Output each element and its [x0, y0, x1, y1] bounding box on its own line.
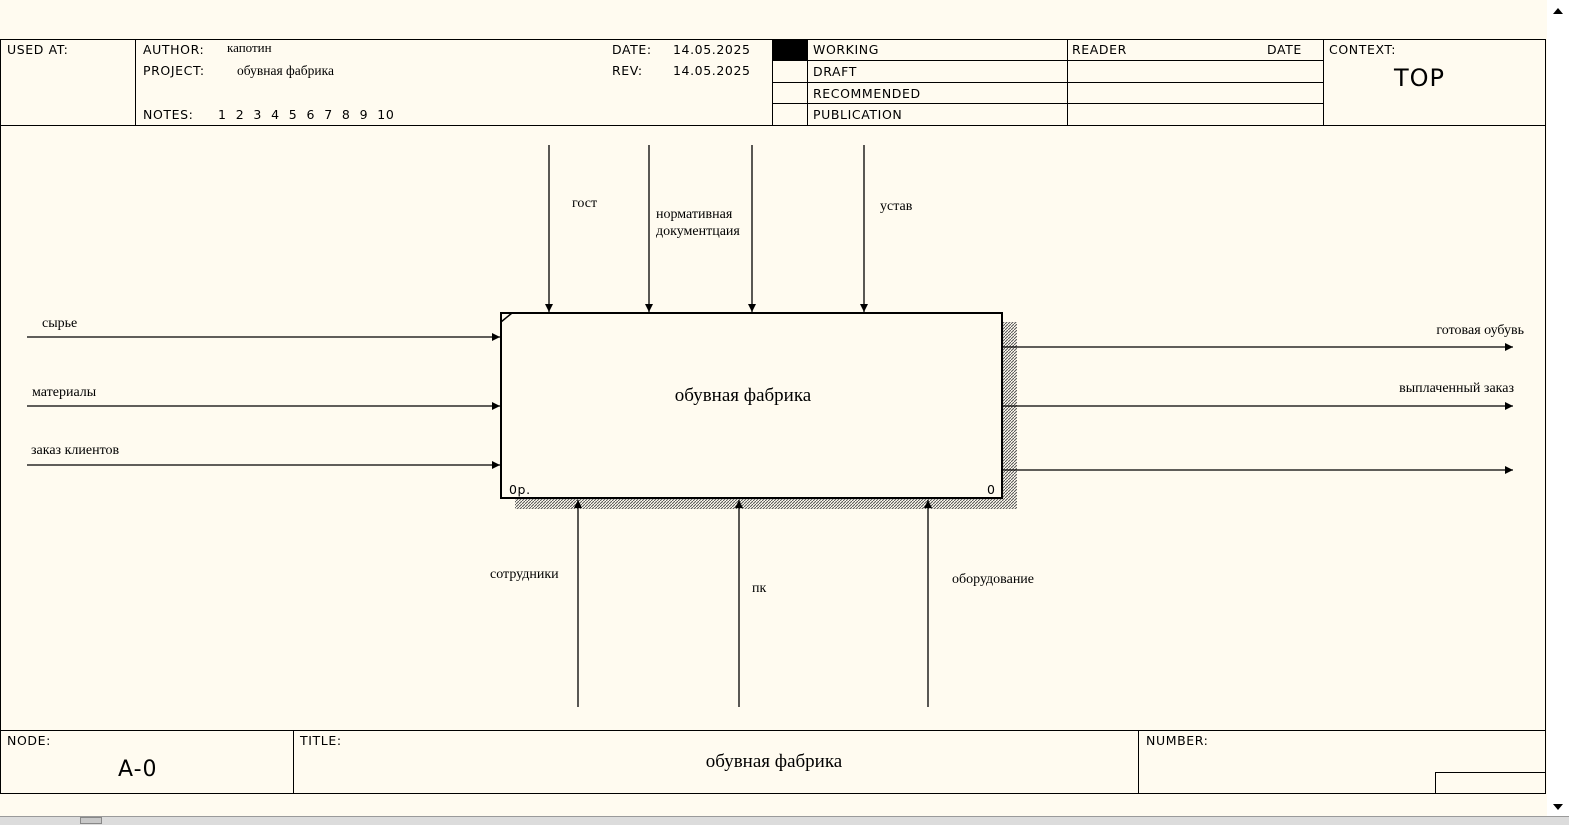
mechanism-label-staff: сотрудники: [490, 567, 559, 582]
header-divider: [135, 39, 136, 126]
header-row-line: [772, 60, 1324, 61]
header-frame: [0, 39, 1546, 126]
activity-box-number: 0: [987, 482, 996, 497]
notes-numbers: 1 2 3 4 5 6 7 8 9 10: [218, 107, 395, 122]
activity-box-title: обувная фабрика: [674, 385, 812, 406]
reader-label: READER: [1072, 42, 1127, 57]
context-value: TOP: [1394, 64, 1446, 92]
node-label: NODE:: [7, 733, 51, 748]
title-label: TITLE:: [300, 733, 342, 748]
rev-label: REV:: [612, 63, 643, 78]
status-draft: DRAFT: [813, 64, 857, 79]
output-label-paid-order: выплаченный заказ: [1399, 381, 1514, 396]
input-label-raw: сырье: [42, 316, 78, 331]
used-at-label: USED AT:: [7, 42, 69, 57]
mechanism-label-equipment: оборудование: [952, 572, 1035, 587]
number-label: NUMBER:: [1146, 733, 1209, 748]
project-value: обувная фабрика: [237, 63, 334, 78]
notes-label: NOTES:: [143, 107, 194, 122]
control-label-normative: нормативная документцаия: [656, 207, 740, 239]
scroll-up-icon[interactable]: [1553, 8, 1563, 14]
header-row-line: [772, 82, 1324, 83]
footer-frame: [0, 730, 1546, 794]
activity-box-shadow: [515, 498, 1017, 509]
project-label: PROJECT:: [143, 63, 205, 78]
mechanism-label-pc: пк: [752, 581, 767, 596]
body-frame-left: [0, 125, 1, 731]
status-working: WORKING: [813, 42, 880, 57]
horizontal-scrollbar[interactable]: [0, 816, 1569, 825]
number-box: [1435, 772, 1546, 794]
status-recommended: RECOMMENDED: [813, 86, 921, 101]
author-value: капотин: [227, 40, 272, 55]
rev-value: 14.05.2025: [673, 63, 751, 78]
page-title: обувная фабрика: [705, 751, 843, 772]
reader-date-label: DATE: [1267, 42, 1302, 57]
activity-box[interactable]: [500, 312, 1003, 499]
working-status-mark: [773, 40, 807, 60]
output-label-shoes: готовая оубувь: [1436, 323, 1524, 338]
context-label: CONTEXT:: [1329, 42, 1397, 57]
input-label-materials: материалы: [32, 385, 97, 400]
footer-divider: [1138, 730, 1139, 794]
activity-box-cost: 0р.: [509, 482, 531, 497]
node-value: A-0: [118, 757, 158, 782]
body-frame-right: [1545, 125, 1546, 731]
activity-box-corner: [500, 312, 513, 323]
scroll-thumb[interactable]: [80, 817, 102, 824]
date-value: 14.05.2025: [673, 42, 751, 57]
footer-divider: [293, 730, 294, 794]
date-label: DATE:: [612, 42, 652, 57]
status-publication: PUBLICATION: [813, 107, 903, 122]
activity-box-shadow: [1002, 322, 1017, 509]
vertical-scrollbar[interactable]: [1547, 0, 1569, 818]
author-label: AUTHOR:: [143, 42, 205, 57]
control-label-ustav: устав: [880, 199, 913, 214]
input-label-orders: заказ клиентов: [31, 443, 120, 458]
header-row-line: [772, 103, 1324, 104]
scroll-down-icon[interactable]: [1553, 804, 1563, 810]
control-label-gost: гост: [572, 196, 598, 211]
